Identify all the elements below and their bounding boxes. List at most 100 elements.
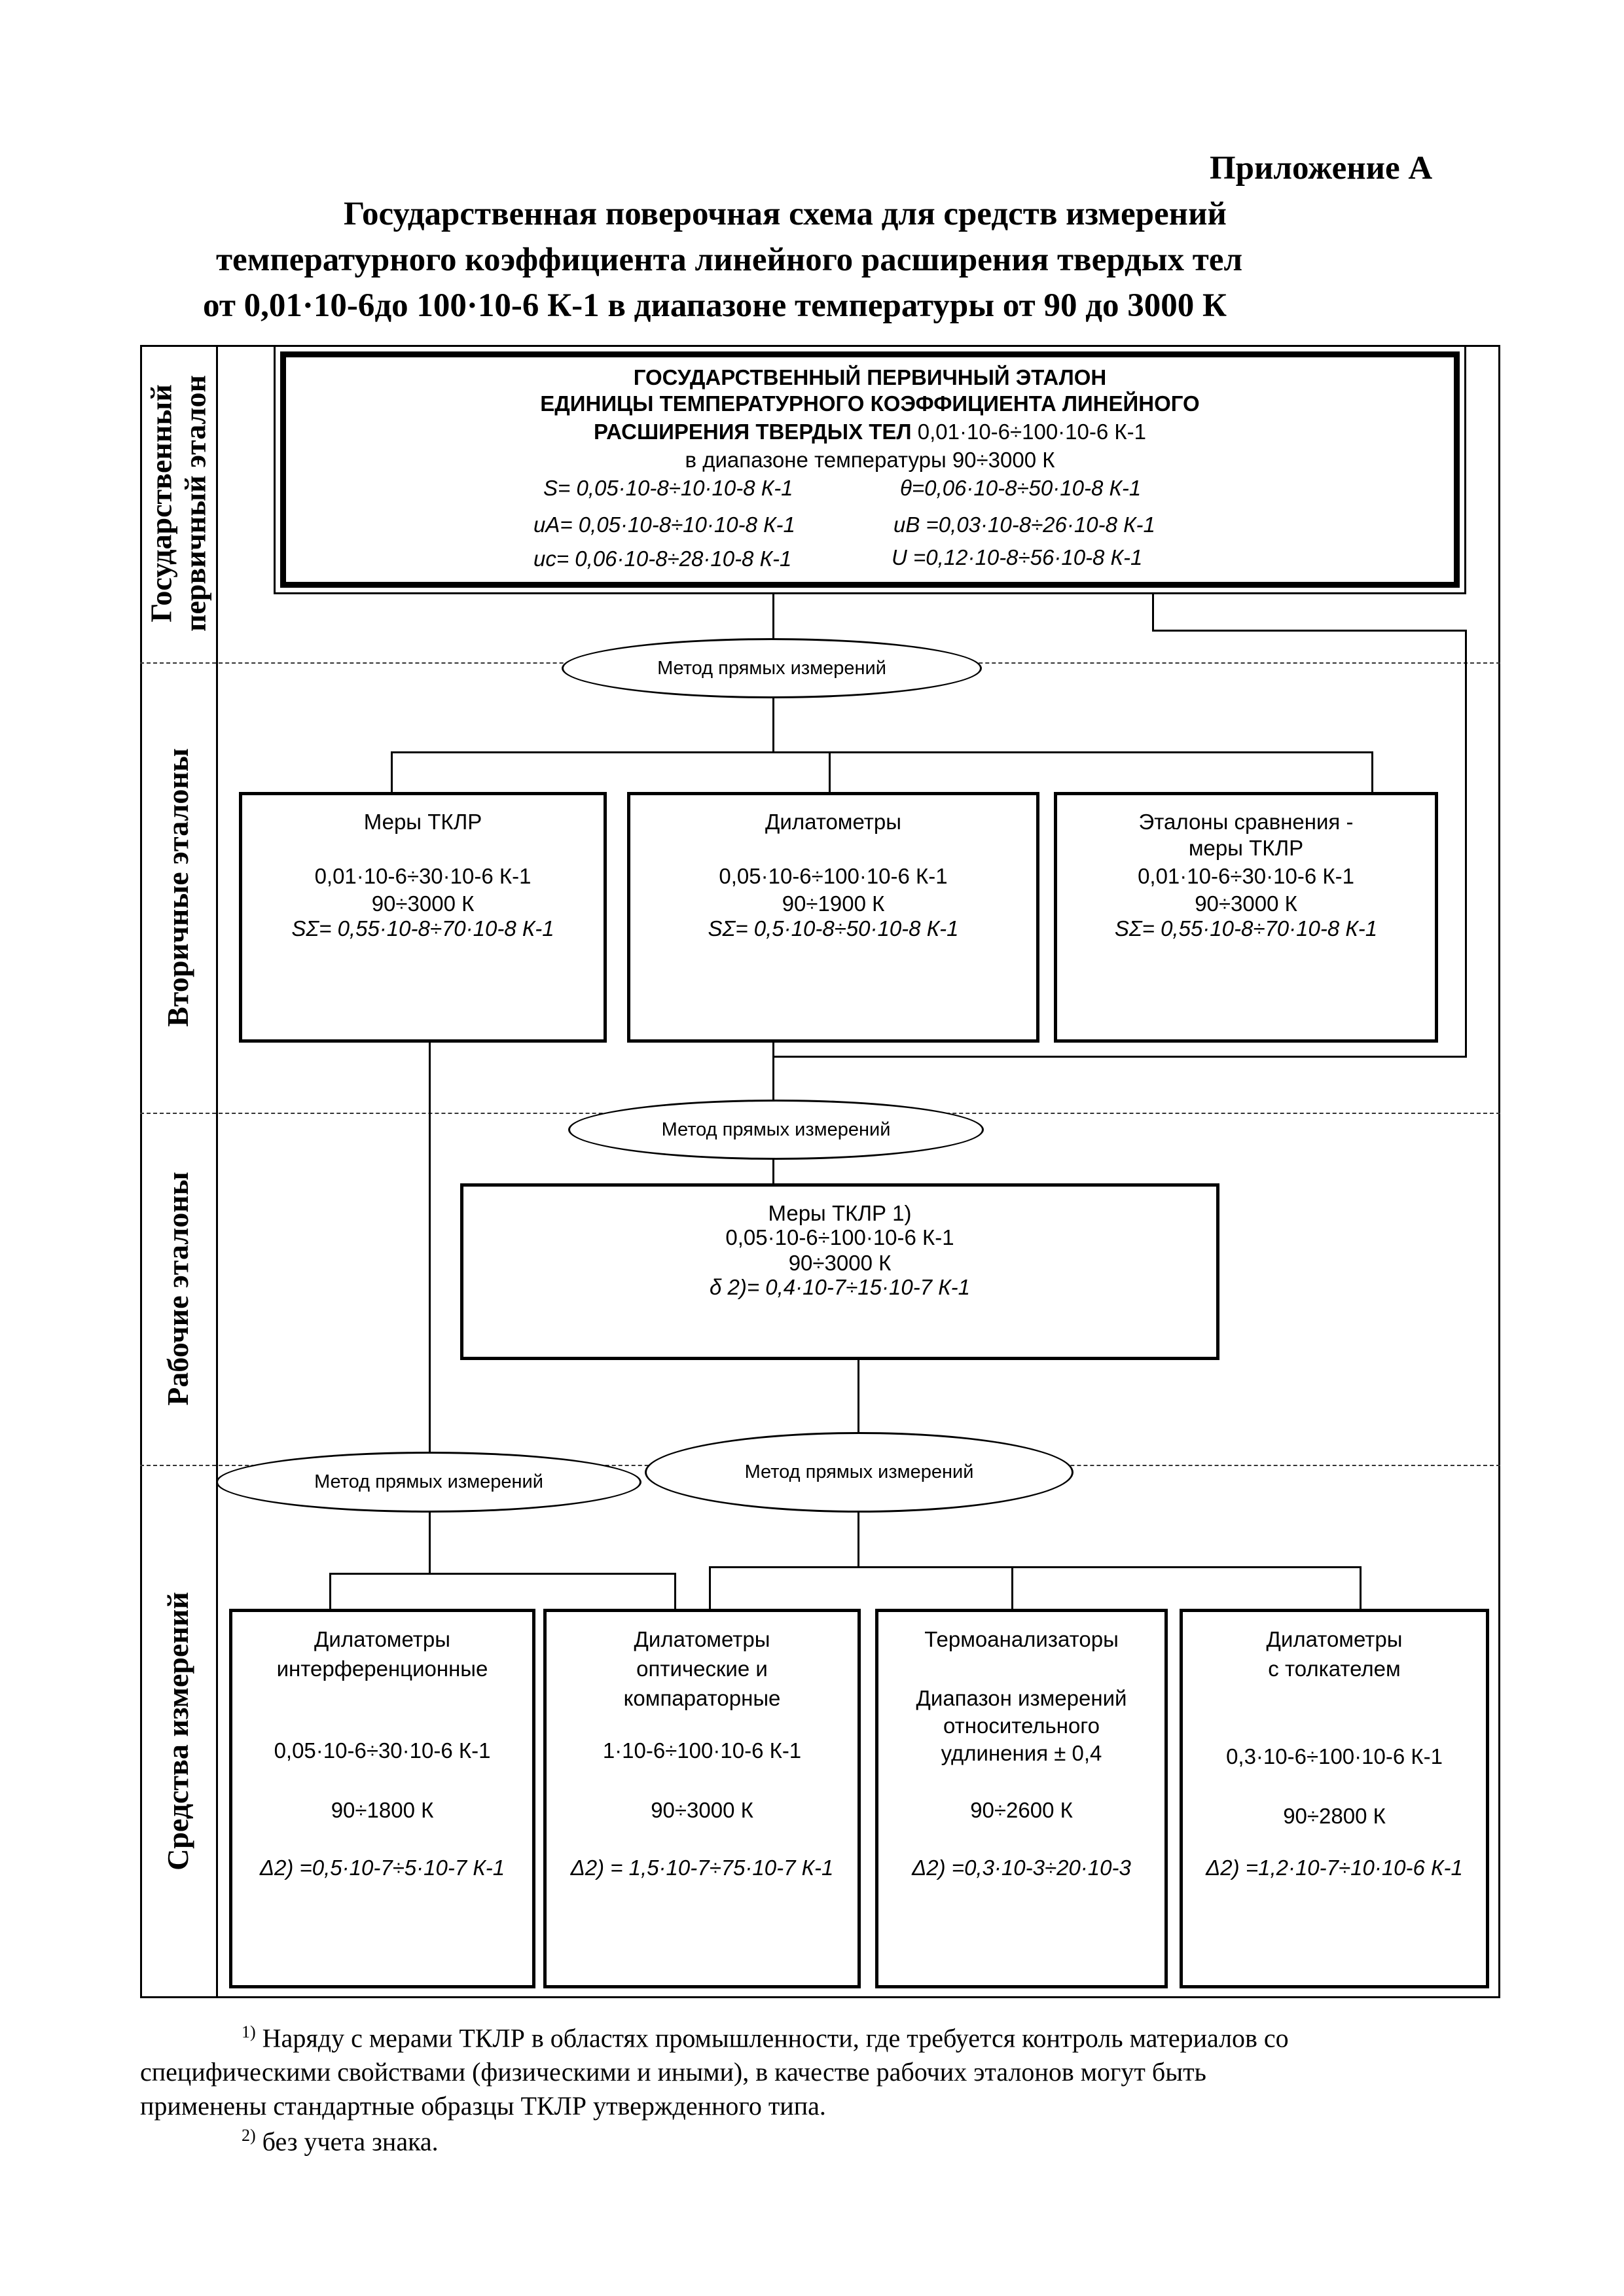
connector-line xyxy=(772,1158,774,1183)
connector-line xyxy=(1371,751,1373,792)
connector-line xyxy=(1011,1566,1013,1609)
connector-line xyxy=(391,751,393,792)
method-oval-3: Метод прямых измерений xyxy=(216,1452,641,1513)
connector-line xyxy=(429,1512,431,1574)
row-label-column-divider xyxy=(216,345,218,1998)
footnote-1-line-2: специфическими свойствами (физическими и… xyxy=(140,2057,1206,2087)
instrument-2-title-3: компараторные xyxy=(623,1686,781,1710)
connector-line xyxy=(857,1358,859,1456)
primary-U: U =0,12·10-8÷56·10-8 К-1 xyxy=(892,545,1143,569)
connector-line xyxy=(772,594,774,639)
instrument-2-delta: Δ2) = 1,5·10-7÷75·10-7 К-1 xyxy=(570,1856,834,1880)
instrument-3-title: Термоанализаторы xyxy=(924,1627,1119,1651)
method-oval-1: Метод прямых измерений xyxy=(562,638,982,698)
instrument-box-optical xyxy=(543,1609,861,1988)
primary-line-3-bold: РАСШИРЕНИЯ ТВЕРДЫХ ТЕЛ xyxy=(594,420,912,444)
secondary-1-s: SΣ= 0,55·10-8÷70·10-8 К-1 xyxy=(291,916,554,941)
secondary-1-temp: 90÷3000 К xyxy=(371,891,475,916)
instrument-1-title-1: Дилатометры xyxy=(314,1627,450,1651)
primary-line-4: в диапазоне температуры 90÷3000 К xyxy=(685,448,1055,472)
instrument-box-thermoanalyzers xyxy=(875,1609,1168,1988)
title-line-2: температурного коэффициента линейного ра… xyxy=(216,242,1243,278)
instrument-4-temp: 90÷2800 К xyxy=(1283,1804,1386,1828)
instrument-2-temp: 90÷3000 К xyxy=(651,1798,753,1822)
connector-line xyxy=(772,697,774,753)
footnote-1: 1) Наряду с мерами ТКЛР в областях промы… xyxy=(140,2021,1466,2123)
title-line-3: от 0,01·10-6до 100·10-6 К-1 в диапазоне … xyxy=(203,287,1227,324)
working-standard-box xyxy=(460,1183,1219,1360)
row-label-primary-line1: Государственный xyxy=(144,384,178,622)
method-oval-2-label: Метод прямых измерений xyxy=(661,1119,891,1140)
working-delta: δ 2)= 0,4·10-7÷15·10-7 К-1 xyxy=(709,1275,970,1299)
instrument-3-desc-1: Диапазон измерений xyxy=(916,1686,1127,1710)
instrument-4-title-1: Дилатометры xyxy=(1266,1627,1403,1651)
row-label-primary-line2: первичный эталон xyxy=(178,375,211,632)
footnote-2-mark: 2) xyxy=(242,2126,256,2145)
secondary-box-tklr-measures xyxy=(239,792,607,1043)
instrument-3-delta: Δ2) =0,3·10-3÷20·10-3 xyxy=(912,1856,1131,1880)
connector-line xyxy=(1465,630,1467,1058)
method-oval-1-label: Метод прямых измерений xyxy=(657,657,886,679)
footnote-1-text-1: Наряду с мерами ТКЛР в областях промышле… xyxy=(262,2023,1289,2053)
secondary-1-title: Меры ТКЛР xyxy=(363,810,482,834)
instrument-4-title-2: с толкателем xyxy=(1268,1657,1401,1681)
instrument-1-temp: 90÷1800 К xyxy=(331,1798,434,1822)
instrument-4-delta: Δ2) =1,2·10-7÷10·10-6 К-1 xyxy=(1206,1856,1463,1880)
primary-uc: uc= 0,06·10-8÷28·10-8 К-1 xyxy=(533,547,792,571)
working-title: Меры ТКЛР 1) xyxy=(768,1201,912,1225)
secondary-box-dilatometers xyxy=(627,792,1039,1043)
connector-line xyxy=(1152,630,1466,632)
connector-line xyxy=(391,751,1373,753)
secondary-1-range: 0,01·10-6÷30·10-6 К-1 xyxy=(314,864,532,888)
instrument-3-temp: 90÷2600 К xyxy=(970,1798,1073,1822)
footnote-1-line-3: применены стандартные образцы ТКЛР утвер… xyxy=(140,2091,826,2121)
method-oval-4-label: Метод прямых измерений xyxy=(744,1462,974,1482)
instrument-2-title-1: Дилатометры xyxy=(634,1627,770,1651)
connector-line xyxy=(709,1566,711,1609)
connector-line xyxy=(709,1566,1362,1568)
connector-line xyxy=(1360,1566,1362,1609)
footnote-2-text: без учета знака. xyxy=(262,2126,439,2157)
connector-line xyxy=(1152,594,1154,631)
connector-line xyxy=(772,1041,774,1100)
instrument-3-desc-3: удлинения ± 0,4 xyxy=(941,1741,1102,1765)
secondary-3-title-1: Эталоны сравнения - xyxy=(1138,810,1354,834)
row-label-working: Рабочие эталоны xyxy=(161,1172,195,1406)
primary-line-3-range: 0,01·10-6÷100·10-6 К-1 xyxy=(917,420,1146,444)
connector-line xyxy=(857,1512,859,1568)
footnote-1-mark: 1) xyxy=(242,2022,256,2041)
primary-ub: uB =0,03·10-8÷26·10-8 К-1 xyxy=(893,512,1155,537)
instrument-4-range: 0,3·10-6÷100·10-6 К-1 xyxy=(1226,1744,1443,1768)
secondary-2-range: 0,05·10-6÷100·10-6 К-1 xyxy=(719,864,948,888)
row-label-instruments: Средства измерений xyxy=(161,1592,195,1871)
footnote-2: 2) без учета знака. xyxy=(242,2125,439,2159)
instrument-2-range: 1·10-6÷100·10-6 К-1 xyxy=(602,1738,802,1763)
secondary-box-comparison-standards xyxy=(1054,792,1438,1043)
secondary-3-s: SΣ= 0,55·10-8÷70·10-8 К-1 xyxy=(1114,916,1378,941)
connector-line xyxy=(429,1041,431,1452)
secondary-3-temp: 90÷3000 К xyxy=(1195,891,1297,916)
secondary-2-s: SΣ= 0,5·10-8÷50·10-8 К-1 xyxy=(708,916,959,941)
instrument-1-range: 0,05·10-6÷30·10-6 К-1 xyxy=(274,1738,491,1763)
instrument-box-interference xyxy=(229,1609,535,1988)
connector-line xyxy=(329,1573,331,1609)
primary-line-2: ЕДИНИЦЫ ТЕМПЕРАТУРНОГО КОЭФФИЦИЕНТА ЛИНЕ… xyxy=(540,391,1200,416)
appendix-label: Приложение А xyxy=(1210,150,1433,187)
secondary-2-title: Дилатометры xyxy=(765,810,901,834)
connector-line xyxy=(674,1573,676,1609)
secondary-3-title-2: меры ТКЛР xyxy=(1188,836,1304,860)
primary-standard-box xyxy=(274,345,1466,594)
instrument-3-desc-2: относительного xyxy=(943,1713,1100,1738)
connector-line xyxy=(772,1056,1467,1058)
secondary-2-temp: 90÷1900 К xyxy=(782,891,885,916)
primary-ua: uA= 0,05·10-8÷10·10-8 К-1 xyxy=(533,512,795,537)
method-oval-3-label: Метод прямых измерений xyxy=(314,1471,543,1492)
working-temp: 90÷3000 К xyxy=(788,1251,892,1275)
primary-s: S= 0,05·10-8÷10·10-8 К-1 xyxy=(543,476,793,500)
row-label-primary: Государственный первичный эталон xyxy=(144,375,211,632)
instrument-1-delta: Δ2) =0,5·10-7÷5·10-7 К-1 xyxy=(259,1856,505,1880)
secondary-3-range: 0,01·10-6÷30·10-6 К-1 xyxy=(1138,864,1354,888)
instrument-box-pushrod xyxy=(1180,1609,1489,1988)
method-oval-2: Метод прямых измерений xyxy=(568,1100,984,1160)
working-range: 0,05·10-6÷100·10-6 К-1 xyxy=(725,1225,954,1249)
